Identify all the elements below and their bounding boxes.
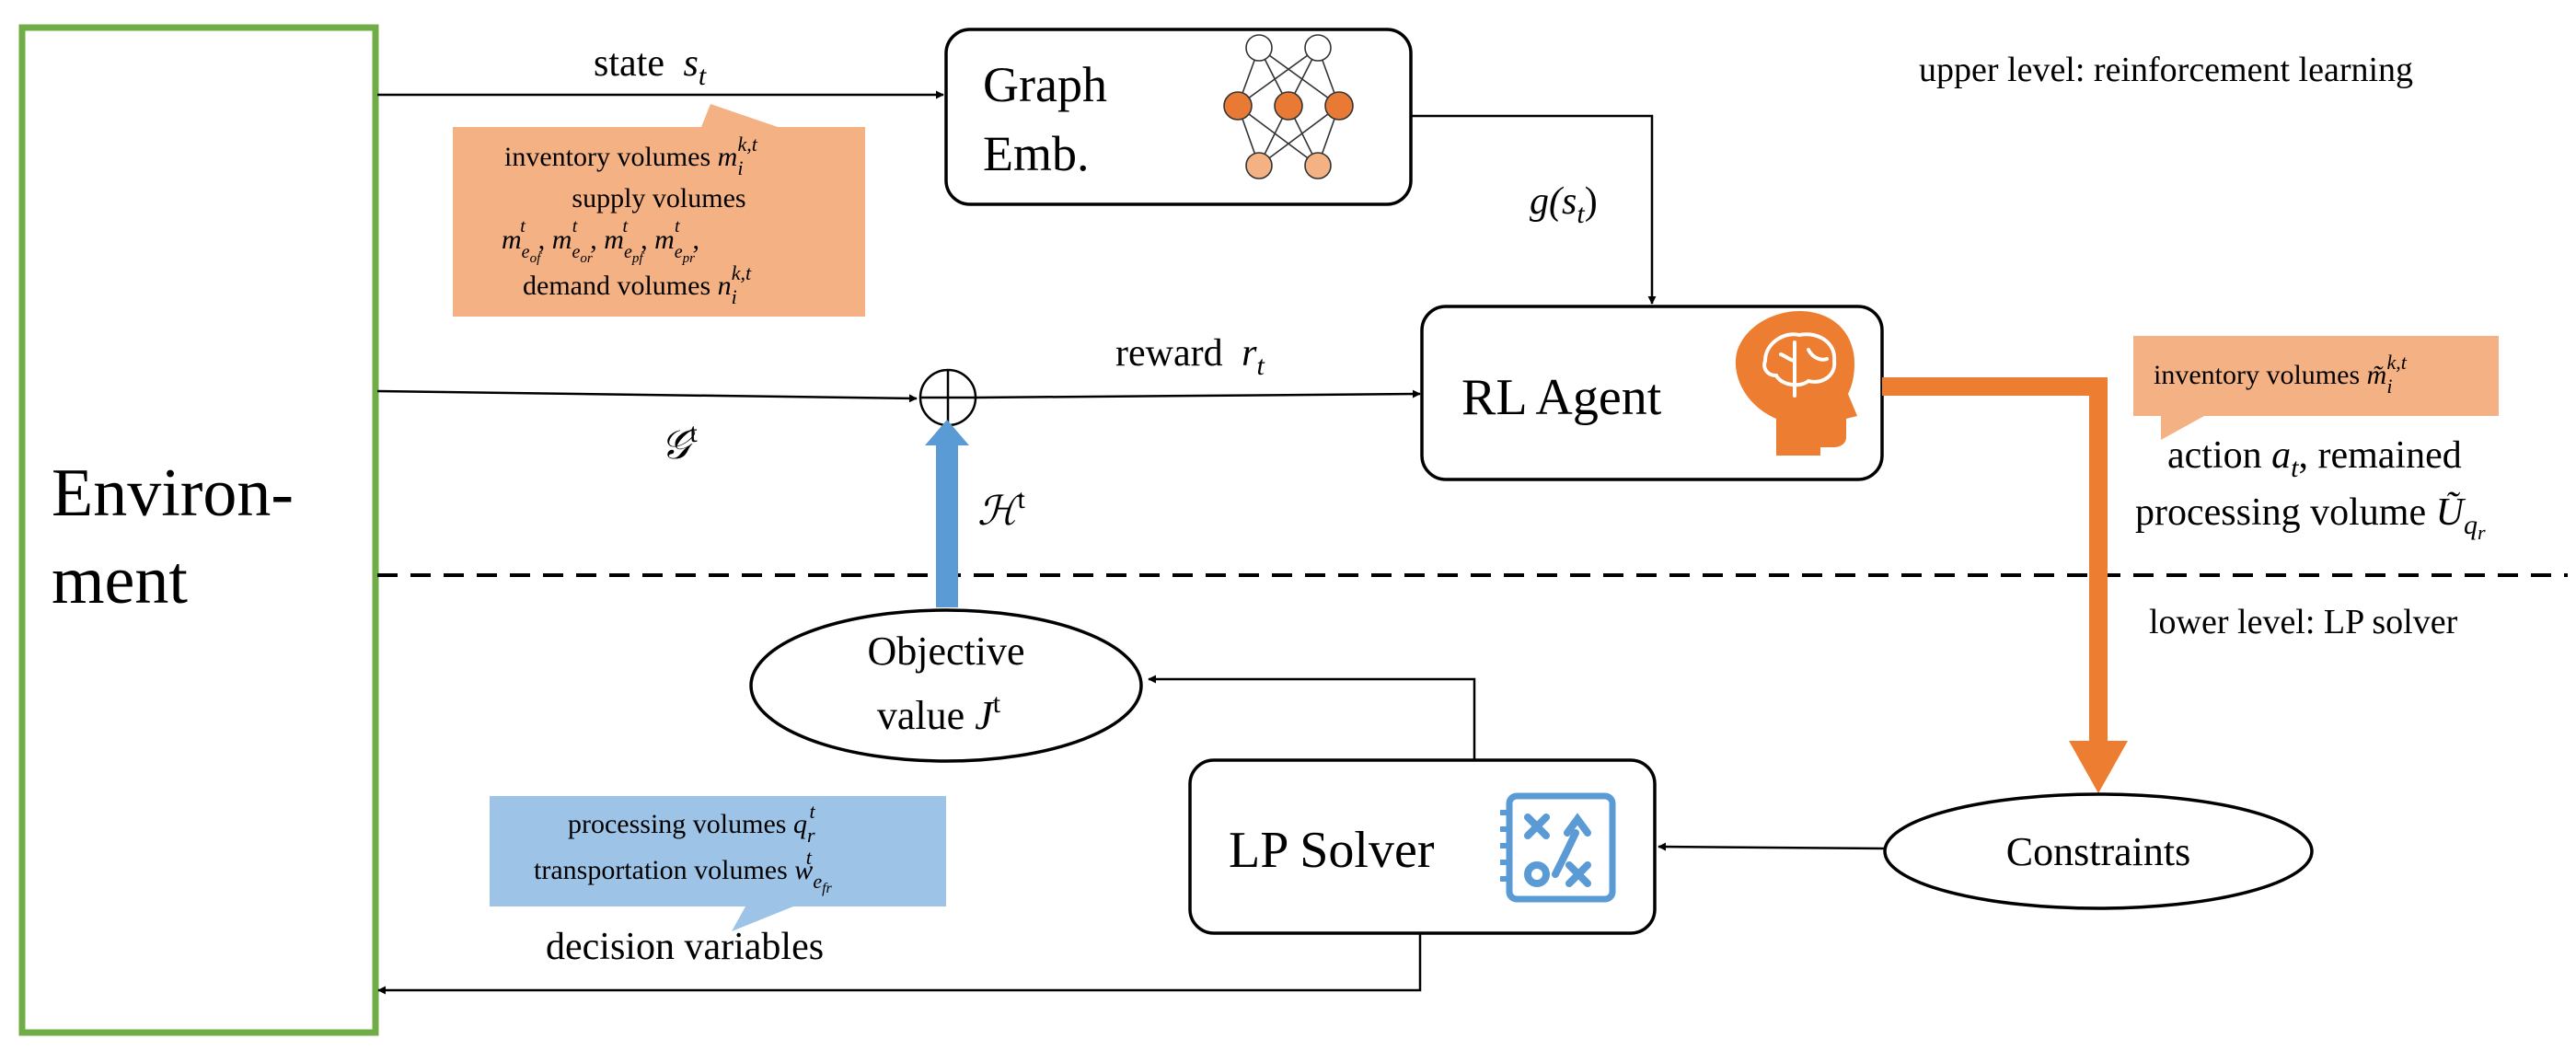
embedding-label: g(st)	[1530, 180, 1598, 229]
state-info-line4: demand volumes nik,t	[523, 261, 752, 308]
cost-g-label: 𝒢t	[661, 418, 698, 468]
embedding-arrow	[1411, 114, 1657, 305]
decision-info-line1: processing volumes qrt	[568, 800, 816, 847]
environment-label-line1: Environ-	[52, 456, 294, 531]
reward-arrow	[975, 389, 1421, 399]
constraints-node[interactable]	[1883, 792, 2314, 910]
objective-label-line2: value Jt	[877, 688, 1001, 738]
action-info-text: inventory volumes m̃ik,t	[2154, 351, 2408, 398]
neural-network-icon	[1223, 34, 1354, 179]
decision-arrow	[377, 933, 1422, 995]
action-arrow	[1882, 377, 2128, 793]
strategy-board-icon	[1500, 792, 1616, 903]
constraints-arrow	[1658, 842, 1886, 851]
lp-solver-label: LP Solver	[1229, 822, 1435, 879]
remained-volume-label: processing volume Ũqr	[2135, 491, 2486, 544]
state-info-callout	[453, 104, 865, 317]
constraints-label: Constraints	[2006, 829, 2190, 874]
state-info-line2: supply volumes	[572, 183, 745, 214]
environment-box[interactable]	[18, 24, 379, 1036]
brain-head-icon	[1735, 311, 1857, 456]
cost-g-arrow	[376, 389, 918, 403]
lp-solver-box[interactable]	[1188, 758, 1657, 935]
reward-label: reward rt	[1115, 332, 1265, 381]
rl-agent-label: RL Agent	[1461, 369, 1662, 426]
lower-level-label: lower level: LP solver	[2149, 603, 2458, 641]
decision-info-line2: transportation volumes wefrt	[534, 846, 833, 896]
objective-to-sum-arrow	[925, 420, 969, 607]
environment-label-line2: ment	[52, 543, 188, 618]
decision-variables-label: decision variables	[546, 926, 824, 968]
state-label: state st	[594, 42, 707, 91]
graph-emb-label-line2: Emb.	[983, 126, 1090, 181]
objective-arrow	[1148, 675, 1476, 760]
state-info-line1: inventory volumes mik,t	[504, 133, 758, 179]
decision-info-callout	[490, 796, 946, 931]
state-info-line3: meoft, meort, mepft, meprt,	[502, 216, 699, 266]
h-term-label: ℋt	[977, 484, 1025, 534]
objective-node[interactable]	[749, 608, 1143, 763]
sum-node	[918, 368, 977, 427]
upper-level-label: upper level: reinforcement learning	[1919, 51, 2413, 89]
graph-emb-label-line1: Graph	[983, 57, 1107, 112]
action-info-callout	[2133, 336, 2499, 440]
objective-label-line1: Objective	[867, 629, 1024, 674]
action-label: action at, remained	[2167, 434, 2462, 483]
